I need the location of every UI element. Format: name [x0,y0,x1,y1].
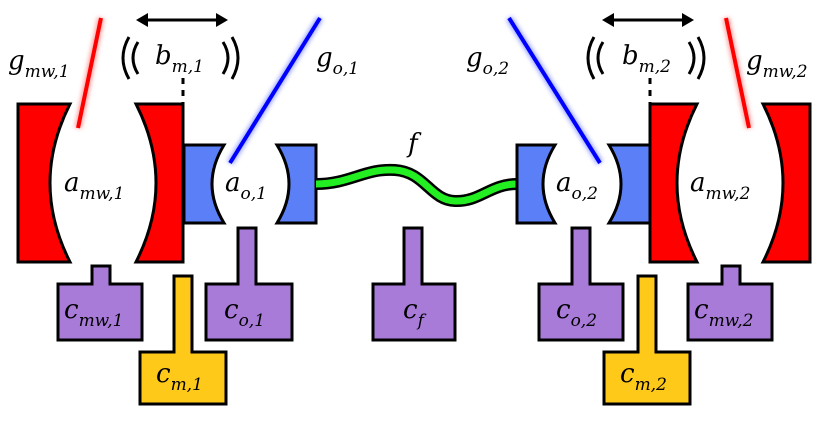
block-c-m1 [138,274,228,406]
label-g-mw1: gmw,1 [8,46,70,82]
block-c-o1 [204,226,294,342]
block-c-mw1 [56,264,144,342]
optical-beam-right [506,16,603,165]
block-c-f [371,226,457,342]
label-c-mw2: cmw,2 [694,295,753,331]
optical-mirror-right-b [606,143,652,225]
mw-beam-left [74,17,105,129]
label-c-m2: cm,2 [620,359,667,395]
optical-beam-left [227,16,323,165]
mw-mirror-right-outer [760,102,812,264]
label-b-m2: bm,2 [622,41,671,77]
label-g-mw2: gmw,2 [746,46,808,82]
label-c-f: cf [403,295,427,331]
block-c-m2 [602,274,692,406]
label-c-m1: cm,1 [156,359,203,395]
mechanical-motion-left [121,13,240,104]
label-f: f [406,129,422,159]
mw-mirror-right-inner [648,102,700,264]
mw-beam-right [722,17,753,129]
mw-mirror-left-inner [133,102,185,264]
label-g-o2: go,2 [466,43,509,79]
label-a-o2: ao,2 [556,168,598,204]
optical-mirror-left-b [274,143,318,225]
mechanical-motion-right [586,13,706,104]
label-a-o1: ao,1 [225,168,267,204]
optical-mirror-left-a [182,143,227,225]
optical-mirror-right-a [515,143,558,225]
label-c-mw1: cmw,1 [64,295,123,331]
block-c-mw2 [686,264,774,342]
label-b-m1: bm,1 [155,41,204,77]
label-c-o1: co,1 [224,295,265,331]
label-c-o2: co,2 [556,295,597,331]
mw-mirror-left-outer [16,102,73,264]
label-a-mw2: amw,2 [690,168,750,204]
label-g-o1: go,1 [316,43,359,79]
label-a-mw1: amw,1 [64,168,124,204]
block-c-o2 [537,226,625,342]
